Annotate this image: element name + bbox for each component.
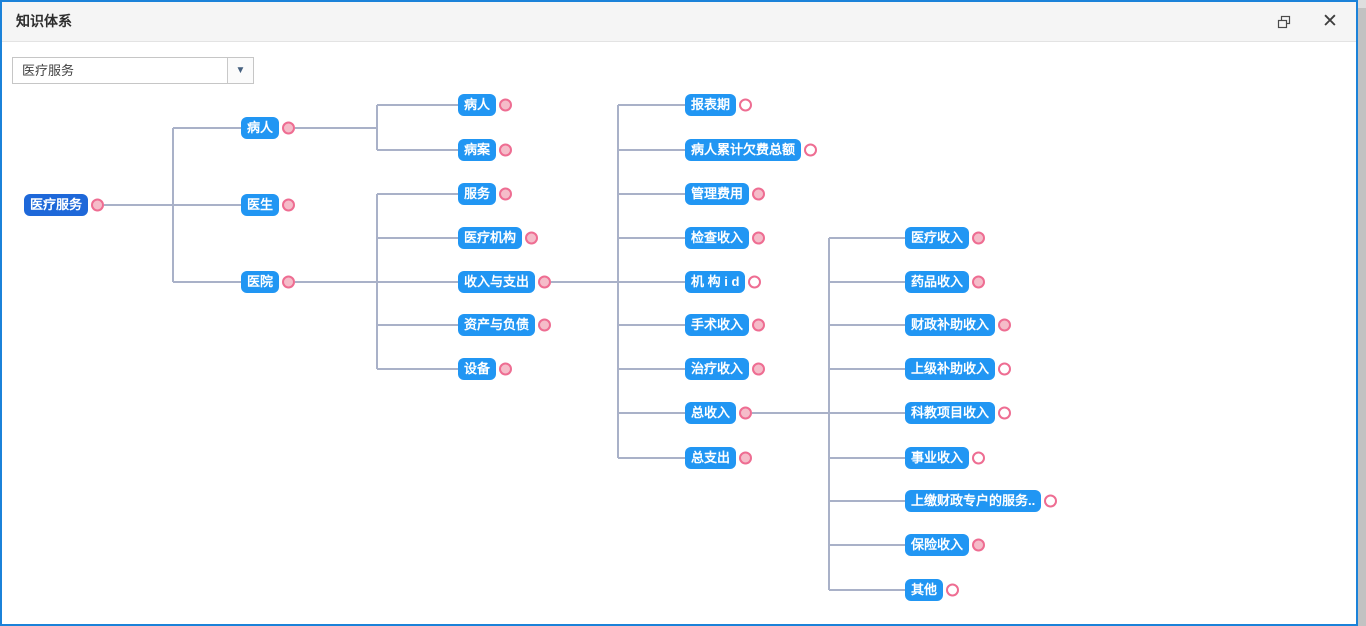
- tree-node-baoxian[interactable]: 保险收入: [905, 534, 970, 556]
- node-handle-zongzhichu[interactable]: [739, 451, 752, 465]
- tree-node-shangji[interactable]: 上级补助收入: [905, 358, 996, 380]
- tree-node-shouzhi[interactable]: 收入与支出: [458, 271, 536, 293]
- page-scrollbar-thumb[interactable]: [1358, 8, 1366, 626]
- close-icon: ✕: [1322, 10, 1338, 32]
- tree-node-jiancha[interactable]: 检查收入: [685, 227, 750, 249]
- tree-node-caizheng[interactable]: 财政补助收入: [905, 314, 996, 336]
- tree-node-yiliaosr[interactable]: 医疗收入: [905, 227, 970, 249]
- node-handle-zhiliao[interactable]: [752, 362, 765, 376]
- category-select-value: 医疗服务: [22, 63, 75, 78]
- node-handle-yiliaosr[interactable]: [972, 231, 985, 245]
- tree-node-jigouid[interactable]: 机 构 i d: [685, 271, 746, 293]
- tree-node-zichan[interactable]: 资产与负债: [458, 314, 536, 336]
- restore-window-button[interactable]: [1274, 12, 1294, 32]
- tree-node-zongshouru[interactable]: 总收入: [685, 402, 737, 424]
- node-handle-bingren2[interactable]: [499, 98, 512, 112]
- node-handle-bingren1[interactable]: [282, 121, 295, 135]
- node-handle-caizheng[interactable]: [998, 318, 1011, 332]
- tree-node-kejiao[interactable]: 科教项目收入: [905, 402, 996, 424]
- node-handle-yiyuan[interactable]: [282, 275, 295, 289]
- tree-node-bingren1[interactable]: 病人: [241, 117, 280, 139]
- node-handle-jigouid[interactable]: [748, 275, 761, 289]
- tree-node-yiyuan[interactable]: 医院: [241, 271, 280, 293]
- tree-node-zongzhichu[interactable]: 总支出: [685, 447, 737, 469]
- tree-node-shiye[interactable]: 事业收入: [905, 447, 970, 469]
- node-handle-shangjiao[interactable]: [1044, 494, 1057, 508]
- node-handle-shouzhi[interactable]: [538, 275, 551, 289]
- node-handle-kejiao[interactable]: [998, 406, 1011, 420]
- node-handle-shoushu[interactable]: [752, 318, 765, 332]
- tree-node-bingan[interactable]: 病案: [458, 139, 497, 161]
- tree-node-bingren2[interactable]: 病人: [458, 94, 497, 116]
- tree-node-jigou[interactable]: 医疗机构: [458, 227, 523, 249]
- page-scrollbar[interactable]: [1358, 0, 1366, 626]
- node-handle-yisheng[interactable]: [282, 198, 295, 212]
- panel-title: 知识体系: [16, 13, 72, 29]
- tree-node-shoushu[interactable]: 手术收入: [685, 314, 750, 336]
- node-handle-yaopin[interactable]: [972, 275, 985, 289]
- node-handle-baoxian[interactable]: [972, 538, 985, 552]
- node-handle-guanli[interactable]: [752, 187, 765, 201]
- tree-node-shangjiao[interactable]: 上缴财政专户的服务..: [905, 490, 1042, 512]
- tree-node-yisheng[interactable]: 医生: [241, 194, 280, 216]
- close-button[interactable]: ✕: [1320, 10, 1340, 32]
- tree-node-qita[interactable]: 其他: [905, 579, 944, 601]
- window-controls: ✕: [1274, 2, 1340, 41]
- tree-node-shebei[interactable]: 设备: [458, 358, 497, 380]
- node-handle-shebei[interactable]: [499, 362, 512, 376]
- node-handle-jigou[interactable]: [525, 231, 538, 245]
- node-handle-jiancha[interactable]: [752, 231, 765, 245]
- node-handle-bingan[interactable]: [499, 143, 512, 157]
- panel-header: 知识体系 ✕: [2, 2, 1356, 42]
- node-handle-qita[interactable]: [946, 583, 959, 597]
- tree-node-fuwu[interactable]: 服务: [458, 183, 497, 205]
- node-handle-shangji[interactable]: [998, 362, 1011, 376]
- tree-node-baobiaoqi[interactable]: 报表期: [685, 94, 737, 116]
- tree-node-qianfei[interactable]: 病人累计欠费总额: [685, 139, 802, 161]
- tree-node-zhiliao[interactable]: 治疗收入: [685, 358, 750, 380]
- tree-node-root[interactable]: 医疗服务: [24, 194, 89, 216]
- tree-node-guanli[interactable]: 管理费用: [685, 183, 750, 205]
- node-handle-shiye[interactable]: [972, 451, 985, 465]
- restore-window-icon: [1277, 15, 1291, 28]
- node-handle-zongshouru[interactable]: [739, 406, 752, 420]
- node-handle-fuwu[interactable]: [499, 187, 512, 201]
- node-handle-zichan[interactable]: [538, 318, 551, 332]
- node-handle-baobiaoqi[interactable]: [739, 98, 752, 112]
- node-handle-root[interactable]: [91, 198, 104, 212]
- tree-node-yaopin[interactable]: 药品收入: [905, 271, 970, 293]
- category-select[interactable]: 医疗服务 ▼: [12, 57, 254, 84]
- node-handle-qianfei[interactable]: [804, 143, 817, 157]
- dropdown-arrow-icon[interactable]: ▼: [227, 58, 253, 83]
